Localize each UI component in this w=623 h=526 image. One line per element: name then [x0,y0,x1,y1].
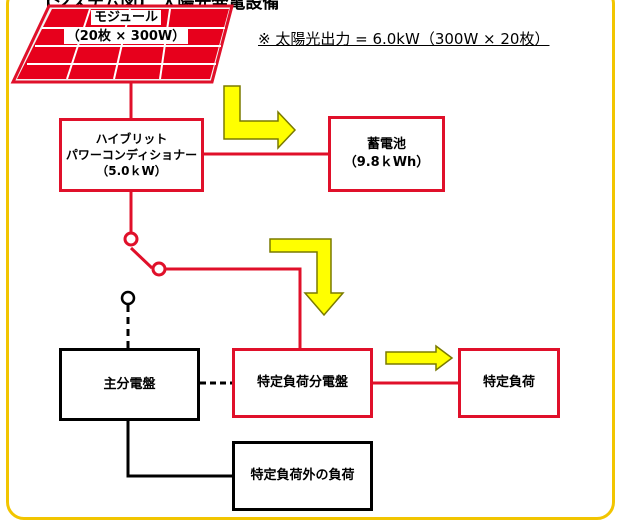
flow-arrow-down [269,238,345,317]
specific-load-label: 特定負荷 [482,375,535,391]
module-spec: （20枚 × 300W） [63,28,189,44]
inverter-line3: （5.0ｋW） [96,164,167,179]
flow-arrow-to-battery [223,85,297,150]
sub-panel-label: 特定負荷分電盤 [256,375,348,391]
battery-capacity: （9.8ｋWh） [343,155,430,170]
specific-load-panel-box: 特定負荷分電盤 [232,348,373,418]
solar-module-icon [10,4,234,84]
solar-module-label: モジュール （20枚 × 300W） [56,9,196,47]
hybrid-inverter-box: ハイブリット パワーコンディショナー （5.0ｋW） [59,118,204,192]
switch-blade [129,246,154,270]
inverter-line1: ハイブリット [95,131,168,146]
switch-contact-top [123,231,139,247]
switch-contact-right [151,261,167,277]
specific-load-box: 特定負荷 [458,348,560,418]
inverter-line2: パワーコンディショナー [65,147,198,162]
other-load-label: 特定負荷外の負荷 [250,468,355,484]
main-distribution-panel-box: 主分電盤 [59,348,200,421]
solar-output-note: ※ 太陽光出力 = 6.0kW（300W × 20枚） [258,30,550,48]
grid-contact [120,290,136,306]
battery-box: 蓄電池 （9.8ｋWh） [328,116,445,192]
main-to-other-load-line [126,421,232,478]
switch-to-subpanel-line [165,267,302,348]
other-load-box: 特定負荷外の負荷 [232,441,373,511]
diagram-frame [6,0,615,520]
module-name: モジュール [90,10,162,25]
battery-name: 蓄電池 [366,137,406,153]
main-panel-label: 主分電盤 [103,376,156,392]
flow-arrow-to-load [385,344,454,372]
